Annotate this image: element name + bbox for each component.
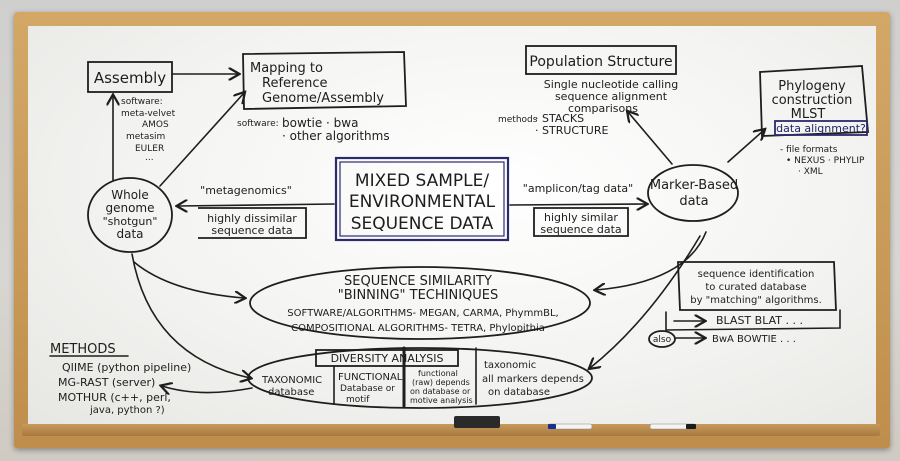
shotgun-box-line1: highly dissimilar <box>207 212 297 225</box>
phylogeny-line3: MLST <box>791 107 826 122</box>
assembly-item: AMOS <box>142 120 169 130</box>
mapping-line4: bowtie · bwa <box>282 116 358 130</box>
diversity-taxonomic: TAXONOMIC <box>261 375 322 386</box>
diversity-all: taxonomic <box>484 360 536 371</box>
population-line2: sequence alignment <box>555 90 668 103</box>
methods-mothur: MOTHUR (c++, perl, <box>58 391 171 404</box>
assembly-item: meta-velvet <box>121 109 176 119</box>
mapping-line2: Reference <box>262 76 327 91</box>
diversity-taxonomic-db: database <box>268 387 314 398</box>
methods-mgrast: MG-RAST (server) <box>58 376 155 389</box>
diversity-all: all markers depends <box>482 374 584 385</box>
identification-line3: by "matching" algorithms. <box>690 295 822 306</box>
diversity-title: DIVERSITY ANALYSIS <box>331 352 444 365</box>
center-line2: ENVIRONMENTAL <box>349 192 496 212</box>
mapping-line5: · other algorithms <box>282 129 390 143</box>
assembly-item: EULER <box>135 144 164 154</box>
similarity-line2: "BINNING" TECHINIQUES <box>338 288 499 303</box>
center-box: MIXED SAMPLE/ ENVIRONMENTAL SEQUENCE DAT… <box>334 156 510 242</box>
marker-box-line1: highly similar <box>544 211 618 224</box>
identification-group: sequence identification to curated datab… <box>648 261 841 348</box>
methods-qiime: QIIME (python pipeline) <box>62 361 191 374</box>
population-methods-label: methods <box>498 115 538 125</box>
population-group: Population Structure Single nucleotide c… <box>498 45 678 165</box>
phylogeny-line1: Phylogeny <box>778 79 846 94</box>
center-line3: SEQUENCE DATA <box>351 214 494 234</box>
assembly-item: ... <box>145 153 154 163</box>
population-line1: Single nucleotide calling <box>544 78 678 91</box>
methods-mothur-langs: java, python ?) <box>89 405 165 416</box>
shotgun-group: Whole genome "shotgun" data "metagenomic… <box>87 177 335 253</box>
assembly-group: Assembly software: meta-velvet AMOS meta… <box>87 61 238 181</box>
shotgun-line4: data <box>116 227 143 241</box>
diversity-functional-motif: motif <box>346 395 370 405</box>
population-method: · STACKS <box>535 112 584 125</box>
diversity-raw: (raw) depends <box>412 378 470 387</box>
similarity-line4: COMPOSITIONAL ALGORITHMS- TETRA, Phylopi… <box>291 323 545 334</box>
shotgun-line1: Whole <box>111 188 149 202</box>
population-line3: comparisons <box>568 102 638 115</box>
phylogeny-format: · XML <box>798 167 823 177</box>
marker-box-line2: sequence data <box>540 223 621 236</box>
eraser <box>454 416 500 428</box>
diversity-group: DIVERSITY ANALYSIS TAXONOMIC database FU… <box>131 235 701 409</box>
marker-cap <box>686 424 696 429</box>
marker-line1: Marker-Based <box>650 178 738 193</box>
diversity-raw: motive analysis <box>410 396 473 405</box>
marker-quote: "amplicon/tag data" <box>523 182 633 195</box>
mapping-software-label: software: <box>237 119 279 129</box>
mapping-line3: Genome/Assembly <box>262 91 384 106</box>
marker-line2: data <box>679 194 708 209</box>
similarity-line3: SOFTWARE/ALGORITHMS- MEGAN, CARMA, Phymm… <box>287 308 558 319</box>
phylogeny-format: - file formats <box>780 145 838 155</box>
diversity-functional-db: Database or <box>340 384 395 394</box>
identification-line1: sequence identification <box>698 269 815 280</box>
center-line1: MIXED SAMPLE/ <box>355 171 489 191</box>
diversity-functional: FUNCTIONAL <box>338 372 403 383</box>
population-method: · STRUCTURE <box>535 124 608 137</box>
assembly-item: metasim <box>126 132 165 142</box>
identification-line2: to curated database <box>705 282 806 293</box>
identification-also: also <box>653 335 672 345</box>
mapping-group: Mapping to Reference Genome/Assembly sof… <box>159 51 407 187</box>
phylogeny-line2: construction <box>772 93 853 108</box>
marker-cap <box>548 424 556 429</box>
phylogeny-format: • NEXUS · PHYLIP <box>786 156 865 166</box>
similarity-group: SEQUENCE SIMILARITY "BINNING" TECHINIQUE… <box>133 231 707 340</box>
shotgun-quote: "metagenomics" <box>200 184 292 197</box>
shotgun-line2: genome <box>105 201 154 215</box>
shotgun-box-line2: sequence data <box>211 224 292 237</box>
diversity-all: on database <box>488 387 550 398</box>
assembly-title: Assembly <box>94 69 166 87</box>
shotgun-line3: "shotgun" <box>103 215 158 228</box>
phylogeny-line4: data alignment? <box>776 122 866 135</box>
assembly-software-label: software: <box>121 97 163 107</box>
mapping-line1: Mapping to <box>250 61 323 76</box>
identification-blast: BLAST BLAT . . . <box>716 314 803 327</box>
identification-bwa: BwA BOWTIE . . . <box>712 334 796 345</box>
diversity-raw: functional <box>418 369 458 378</box>
methods-group: METHODS QIIME (python pipeline) MG-RAST … <box>49 342 191 416</box>
marker-group: Marker-Based data "amplicon/tag data" hi… <box>509 164 739 237</box>
diversity-raw: on database or <box>410 387 471 396</box>
methods-title: METHODS <box>50 342 116 357</box>
similarity-line1: SEQUENCE SIMILARITY <box>344 274 492 289</box>
population-title: Population Structure <box>529 54 672 70</box>
phylogeny-group: Phylogeny construction MLST data alignme… <box>727 65 869 177</box>
